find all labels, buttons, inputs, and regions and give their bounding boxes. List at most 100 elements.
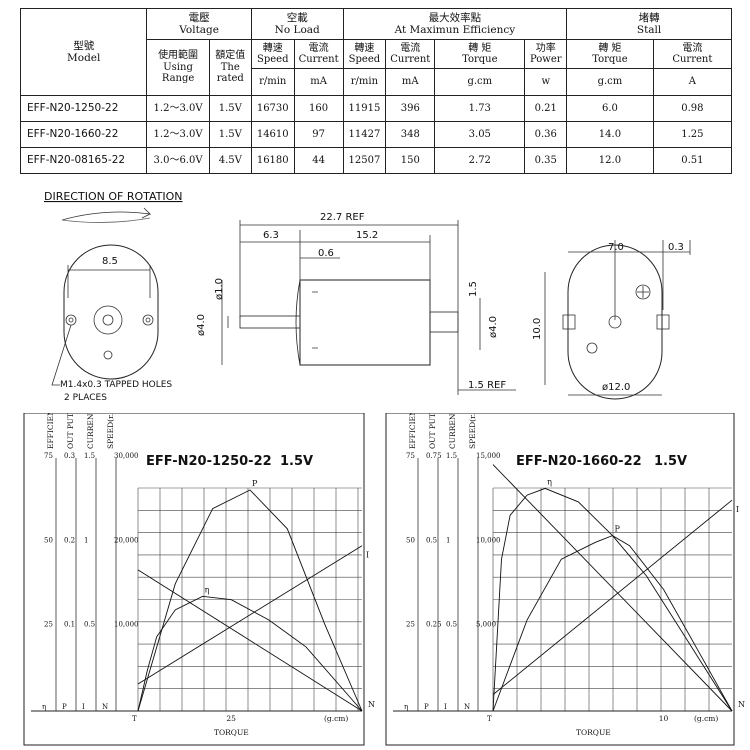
- axis-bottom-label: P: [62, 703, 67, 711]
- y-axis-title: OUT PUT(W): [428, 413, 437, 449]
- y-axis-title: SPEED(r.p.m): [106, 413, 115, 449]
- rotation-arrow-icon: [61, 207, 152, 221]
- me-power-cell: 0.21: [524, 95, 568, 122]
- y-tick-label: 0.2: [64, 536, 75, 544]
- y-axis-title: SPEED(r.p.m): [468, 413, 477, 449]
- y-tick-label: 50: [44, 536, 53, 544]
- dim-15-2: 15.2: [356, 230, 378, 241]
- model-cell: EFF-N20-08165-22: [19, 147, 148, 174]
- table-row: EFF-N20-1660-22 1.2～3.0V 1.5V 14610 97 1…: [19, 121, 733, 148]
- table-row: EFF-N20-1250-22 1.2～3.0V 1.5V 16730 160 …: [19, 95, 733, 122]
- series-label-η: η: [205, 585, 210, 594]
- st-torque-cell: 12.0: [566, 147, 654, 174]
- dim-phi4-0-right: ø4.0: [488, 316, 499, 338]
- end-view-rear: [544, 240, 691, 400]
- axis-bottom-label: η: [404, 703, 408, 711]
- unit-cell: mA: [385, 68, 436, 96]
- holes-note-line1: M1.4x0.3 TAPPED HOLES: [60, 380, 172, 390]
- series-line-p: [492, 535, 733, 712]
- dim-phi12-0: ø12.0: [602, 382, 630, 393]
- y-axis-title: EFFICIENCY(%): [408, 413, 417, 449]
- y-tick-label: 50: [406, 536, 415, 544]
- dim-8-5: 8.5: [102, 256, 118, 267]
- series-label-p: P: [615, 525, 621, 534]
- axis-bottom-label: N: [102, 703, 108, 711]
- x-axis-unit: (g.cm): [324, 714, 348, 723]
- dim-phi1-0: ø1.0: [214, 278, 225, 300]
- me-speed-cell: 11915: [342, 95, 387, 122]
- rotation-label: DIRECTION OF ROTATION: [44, 190, 183, 203]
- x-axis-unit: (g.cm): [694, 714, 718, 723]
- y-tick-label: 5,000: [476, 621, 496, 629]
- unit-cell: mA: [293, 68, 344, 96]
- series-line-p: [137, 489, 363, 712]
- y-tick-label: 0.3: [64, 452, 75, 460]
- unit-cell: w: [524, 68, 568, 96]
- series-line-i: [137, 545, 363, 685]
- chart-voltage: 1.5V: [280, 454, 313, 469]
- series-line-i: [492, 499, 733, 695]
- range-cell: 3.0～6.0V: [146, 147, 210, 174]
- me-torque-cell: 1.73: [434, 95, 526, 122]
- series-label-p: P: [252, 479, 258, 488]
- y-tick-label: 1: [446, 536, 450, 544]
- model-cell: EFF-N20-1660-22: [19, 121, 148, 148]
- y-tick-label: 10,000: [114, 621, 139, 629]
- me-power-cell: 0.35: [524, 147, 568, 174]
- unit-cell: g.cm: [434, 68, 526, 96]
- axis-bottom-label: T: [132, 715, 137, 723]
- y-tick-label: 0.75: [426, 452, 442, 460]
- me-speed-cell: 11427: [342, 121, 387, 148]
- y-tick-label: 10,000: [476, 536, 501, 544]
- series-label-i: I: [366, 551, 369, 560]
- y-axis-title: CURRENT(A): [448, 413, 457, 449]
- y-tick-label: 75: [406, 452, 415, 460]
- st-current-cell: 1.25: [652, 121, 733, 148]
- rated-cell: 1.5V: [208, 121, 252, 148]
- me-torque-cell: 3.05: [434, 121, 526, 148]
- table-row: EFF-N20-08165-22 3.0～6.0V 4.5V 16180 44 …: [19, 147, 733, 174]
- unit-cell: r/min: [250, 68, 295, 96]
- chart-title: EFF-N20-1660-22: [516, 454, 642, 469]
- dim-10-0: 10.0: [532, 318, 543, 340]
- chart-title: EFF-N20-1250-22: [146, 454, 272, 469]
- st-torque-cell: 14.0: [566, 121, 654, 148]
- me-power-cell: 0.36: [524, 121, 568, 148]
- y-tick-label: 1.5: [84, 452, 95, 460]
- chart-voltage: 1.5V: [654, 454, 687, 469]
- y-axis-title: EFFICIENCY(%): [46, 413, 55, 449]
- me-current-cell: 396: [385, 95, 436, 122]
- mechanical-drawing: DIRECTION OF ROTATION 8.5 22.7 REF 6.3 1…: [44, 190, 691, 403]
- unit-cell: r/min: [342, 68, 387, 96]
- dim-1-5-ref: 1.5 REF: [468, 380, 506, 391]
- st-current-cell: 0.51: [652, 147, 733, 174]
- nl-speed-cell: 16730: [250, 95, 295, 122]
- dim-6-3: 6.3: [263, 230, 279, 241]
- nl-speed-cell: 16180: [250, 147, 295, 174]
- y-tick-label: 30,000: [114, 452, 139, 460]
- me-speed-cell: 12507: [342, 147, 387, 174]
- y-tick-label: 0.25: [426, 621, 442, 629]
- y-tick-label: 15,000: [476, 452, 501, 460]
- nl-current-cell: 160: [293, 95, 344, 122]
- series-label-η: η: [547, 477, 552, 486]
- series-label-i: I: [736, 505, 739, 514]
- axis-bottom-label: P: [424, 703, 429, 711]
- range-cell: 1.2～3.0V: [146, 95, 210, 122]
- y-tick-label: 0.5: [426, 536, 437, 544]
- axis-bottom-label: T: [487, 715, 492, 723]
- y-tick-label: 75: [44, 452, 53, 460]
- unit-cell: g.cm: [566, 68, 654, 96]
